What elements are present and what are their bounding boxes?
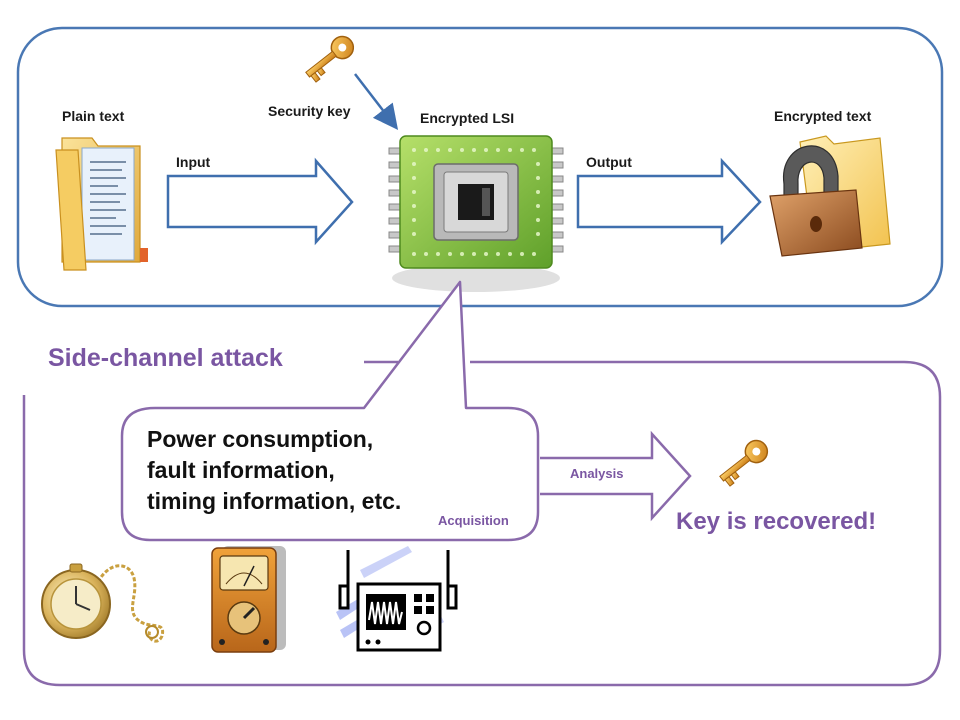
input-label: Input [176,154,211,170]
attack-title: Side-channel attack [48,344,283,372]
encrypted-text-label: Encrypted text [774,108,872,124]
multimeter-icon [211,546,286,653]
attack-panel [22,360,942,687]
analysis-arrow [540,430,692,522]
encryption-panel [16,26,944,308]
bubble-line: timing information, etc. [147,488,402,514]
key-pointer-arrow [354,73,399,130]
bubble-line: Power consumption, [147,426,374,452]
key-icon [305,35,355,83]
security-key-label: Security key [268,103,351,119]
key-recovered-label: Key is recovered! [676,508,877,535]
bubble-text: Power consumption, fault information, ti… [147,424,401,517]
lsi-label: Encrypted LSI [420,110,515,126]
speech-bubble [120,280,540,542]
output-label: Output [586,154,632,170]
chip-icon [388,135,564,292]
bubble-line: fault information, [147,457,335,483]
input-arrow [166,157,354,246]
acquisition-label: Acquisition [438,513,509,528]
oscilloscope-icon [336,546,458,652]
analysis-label: Analysis [570,466,624,481]
output-arrow [576,157,762,246]
key-icon [719,439,769,487]
plain-text-label: Plain text [62,108,125,124]
folder-document-icon [55,137,148,271]
locked-folder-icon [769,135,891,257]
pocket-watch-icon [41,563,165,643]
